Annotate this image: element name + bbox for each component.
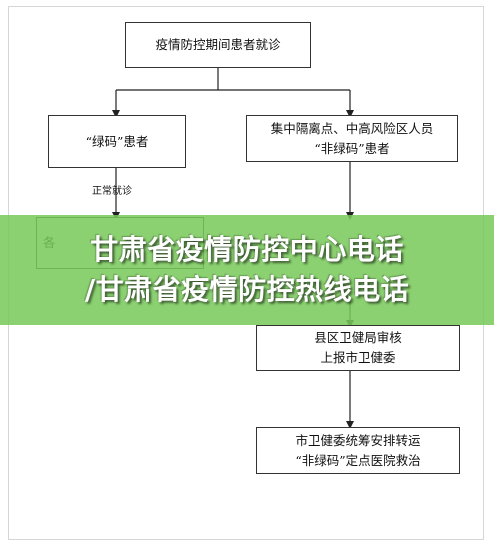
- node-county-line-1: 县区卫健局审核: [314, 330, 402, 345]
- node-non-green-code: 集中隔离点、中高风险区人员 “非绿码”患者: [246, 115, 458, 162]
- node-county-line-2: 上报市卫健委: [320, 350, 396, 365]
- banner-line-1: 甘肃省疫情防控中心电话: [90, 233, 404, 266]
- node-city-line-2: “非绿码”定点医院救治: [295, 452, 421, 468]
- node-city-line-1: 市卫健委统筹安排转运: [295, 432, 421, 448]
- node-start-line-1: 疫情防控期间患者就诊: [155, 37, 281, 52]
- node-nongreen-line-1: 集中隔离点、中高风险区人员: [270, 120, 434, 136]
- node-nongreen-line-2: “非绿码”患者: [314, 140, 390, 156]
- edge-label-normal-visit: 正常就诊: [92, 186, 132, 197]
- title-banner: 甘肃省疫情防控中心电话 /甘肃省疫情防控热线电话: [0, 215, 494, 325]
- node-city-transfer: 市卫健委统筹安排转运 “非绿码”定点医院救治: [256, 427, 460, 474]
- node-green-code: “绿码”患者: [48, 115, 186, 168]
- node-start: 疫情防控期间患者就诊: [125, 22, 311, 68]
- node-green-line-1: “绿码”患者: [85, 133, 149, 149]
- banner-line-2: /甘肃省疫情防控热线电话: [84, 273, 410, 306]
- node-county-review: 县区卫健局审核 上报市卫健委: [256, 325, 460, 371]
